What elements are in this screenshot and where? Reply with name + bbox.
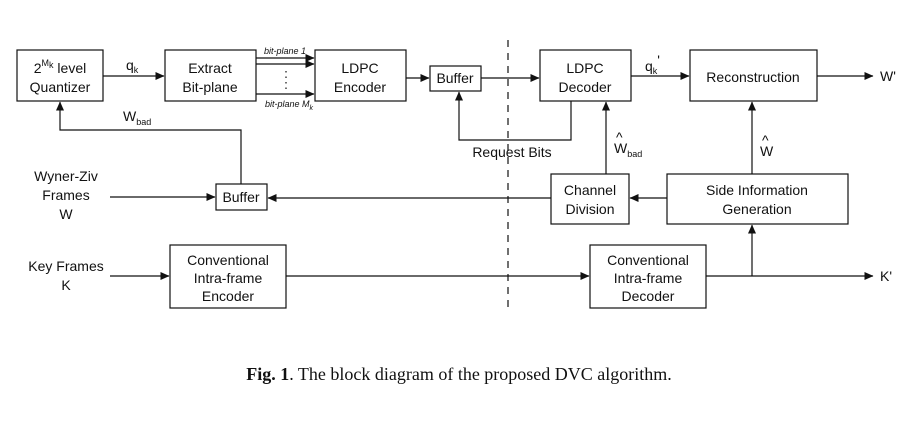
request-bits-label: Request Bits [472, 144, 551, 160]
quantizer-block: 2Mk level Quantizer [16, 49, 104, 102]
buffer-mid-block: Buffer [215, 183, 268, 211]
w-hat-label: W [760, 143, 774, 159]
reconstruction-label: Reconstruction [706, 69, 799, 85]
wyner-ziv-label-line3: W [59, 206, 73, 222]
intra-decoder-label-line1: Conventional [607, 252, 689, 268]
ldpc-decoder-block: LDPC Decoder [539, 49, 632, 102]
quantizer-label-line1: 2Mk level [34, 58, 86, 76]
extract-label-line2: Bit-plane [182, 79, 237, 95]
wyner-ziv-label-line2: Frames [42, 187, 89, 203]
extract-label-line1: Extract [188, 60, 232, 76]
wyner-ziv-label-line1: Wyner-Ziv [34, 168, 98, 184]
key-frames-label-line2: K [61, 277, 71, 293]
channel-division-label-line2: Division [565, 201, 614, 217]
channel-division-label-line1: Channel [564, 182, 616, 198]
intra-decoder-block: Conventional Intra-frame Decoder [589, 244, 707, 309]
qk-label: qk [126, 57, 139, 75]
side-info-label-line2: Generation [722, 201, 791, 217]
extract-bitplane-block: Extract Bit-plane [164, 49, 257, 102]
w-hat-accent: ^ [762, 132, 769, 148]
channel-division-block: Channel Division [550, 173, 630, 225]
ldpc-encoder-label-line2: Encoder [334, 79, 386, 95]
figure-number: Fig. 1 [246, 364, 290, 384]
reconstruction-block: Reconstruction [689, 49, 818, 102]
intra-encoder-label-line2: Intra-frame [194, 270, 263, 286]
wbad-feedback-arrow [56, 101, 242, 184]
w-hat-bad-accent: ^ [616, 129, 623, 145]
request-bits-feedback-arrow [455, 91, 572, 141]
intra-decoder-label-line2: Intra-frame [614, 270, 683, 286]
intra-encoder-label-line3: Encoder [202, 288, 254, 304]
qk-prime-label: qk' [645, 52, 660, 76]
intra-decoder-label-line3: Decoder [622, 288, 675, 304]
quantizer-label-line2: Quantizer [30, 79, 91, 95]
ldpc-encoder-label-line1: LDPC [341, 60, 378, 76]
ldpc-encoder-block: LDPC Encoder [314, 49, 407, 102]
w-hat-bad-label: Wbad [614, 140, 642, 159]
side-info-label-line1: Side Information [706, 182, 808, 198]
buffer-mid-label: Buffer [222, 189, 259, 205]
intra-encoder-block: Conventional Intra-frame Encoder [169, 244, 287, 309]
w-prime-output-label: W' [880, 68, 896, 84]
wbad-label: Wbad [123, 108, 151, 127]
figure-caption-text: . The block diagram of the proposed DVC … [289, 364, 672, 384]
side-information-block: Side Information Generation [666, 173, 849, 225]
figure-caption: Fig. 1. The block diagram of the propose… [0, 364, 918, 385]
buffer-top-block: Buffer [429, 65, 482, 92]
k-prime-output-label: K' [880, 268, 892, 284]
buffer-top-label: Buffer [436, 70, 473, 86]
ldpc-decoder-label-line1: LDPC [566, 60, 603, 76]
intra-encoder-label-line1: Conventional [187, 252, 269, 268]
bitplane-1-label: bit-plane 1 [264, 46, 306, 56]
bitplane-mk-label: bit-plane Mk [265, 99, 314, 112]
key-frames-label-line1: Key Frames [28, 258, 103, 274]
ldpc-decoder-label-line2: Decoder [559, 79, 612, 95]
